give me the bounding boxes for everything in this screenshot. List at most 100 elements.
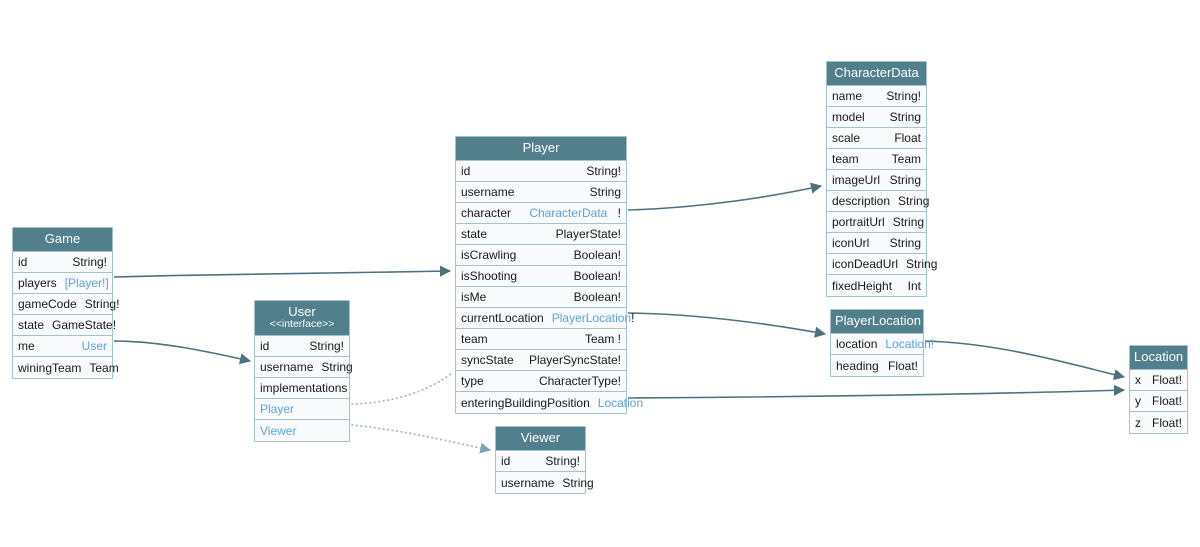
field-type: Boolean!: [573, 269, 621, 283]
field-name: currentLocation: [461, 311, 544, 325]
edge-playerlocation-location-to-location: [924, 340, 1126, 381]
field-type-nonnull: !: [617, 206, 621, 220]
field-row[interactable]: state PlayerState!: [456, 224, 626, 245]
field-name: fixedHeight: [832, 278, 893, 293]
field-row[interactable]: Player: [255, 399, 349, 420]
field-type: Boolean!: [573, 248, 621, 262]
field-name: id: [260, 339, 270, 353]
field-name: team: [832, 152, 859, 166]
entity-title: User: [288, 304, 316, 319]
field-row[interactable]: id String!: [255, 336, 349, 357]
field-name: username: [461, 185, 515, 199]
field-type: GameState!: [52, 318, 117, 332]
edge-game-players-to-player: [113, 265, 452, 278]
field-name: scale: [832, 131, 861, 145]
field-type[interactable]: User: [81, 339, 107, 353]
field-name: z: [1135, 415, 1141, 430]
field-name: username: [501, 475, 555, 490]
field-name: team: [461, 332, 488, 346]
field-name: model: [832, 110, 865, 124]
field-name: syncState: [461, 353, 514, 367]
field-name: portraitUrl: [832, 215, 885, 229]
entity-title: PlayerLocation: [835, 313, 921, 328]
field-type[interactable]: [Player!]: [64, 276, 109, 290]
field-type[interactable]: CharacterData: [529, 206, 608, 220]
field-type: Int: [907, 278, 921, 293]
field-row[interactable]: players[Player!]: [13, 273, 112, 294]
field-type: Float!: [1151, 373, 1182, 387]
field-name[interactable]: Player: [260, 402, 295, 416]
field-name: description: [832, 194, 891, 208]
entity-header-location: Location: [1130, 346, 1187, 370]
field-type: PlayerState!: [555, 227, 621, 241]
entity-header-game: Game: [13, 228, 112, 252]
field-name: state: [18, 318, 45, 332]
field-name[interactable]: Viewer: [260, 423, 297, 438]
field-name: state: [461, 227, 488, 241]
entity-stereotype: <<interface>>: [269, 318, 335, 330]
field-name: y: [1135, 394, 1141, 408]
field-row[interactable]: id String!: [13, 252, 112, 273]
field-row[interactable]: implementations: [255, 378, 349, 399]
field-type: String!: [309, 339, 344, 353]
field-row[interactable]: username String: [496, 472, 594, 493]
field-name: winingTeam: [18, 360, 82, 375]
field-name: implementations: [260, 381, 348, 395]
entity-title: Player: [522, 140, 560, 155]
field-name: id: [18, 255, 28, 269]
field-row[interactable]: portraitUrl String: [827, 212, 926, 233]
field-name: id: [461, 164, 471, 178]
entity-title: Game: [44, 231, 81, 246]
field-row[interactable]: Viewer: [255, 420, 349, 441]
field-row[interactable]: fixedHeight Int: [827, 275, 926, 296]
field-type[interactable]: PlayerLocation: [551, 311, 632, 325]
field-type[interactable]: Location!: [885, 337, 935, 351]
field-type: String: [892, 215, 925, 229]
field-row[interactable]: state GameState!: [13, 315, 116, 336]
field-type: String: [321, 360, 353, 374]
entity-header-viewer: Viewer: [496, 427, 585, 451]
field-type: String!: [72, 255, 107, 269]
field-type: Boolean!: [573, 290, 621, 304]
field-name: heading: [836, 358, 879, 373]
field-type: String: [906, 257, 938, 271]
field-type: String: [562, 475, 594, 490]
field-type[interactable]: Location: [597, 395, 644, 410]
